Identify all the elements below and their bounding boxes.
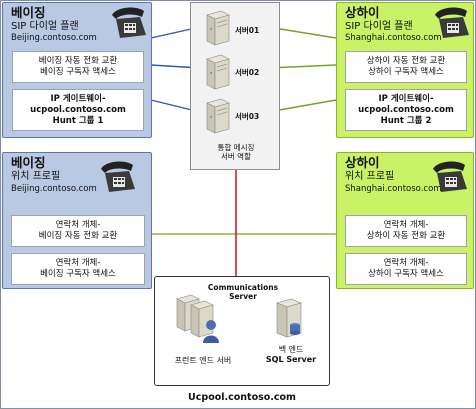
- phone-icon: [435, 7, 469, 38]
- server-icon: [206, 10, 230, 46]
- shanghai-sip-aa-card: 상하이 자동 전화 교환 상하이 구독자 액세스: [345, 51, 467, 83]
- um-role-caption: 통합 메시징 서버 역할: [191, 143, 281, 161]
- card-line: 상하이 자동 전화 교환: [366, 56, 446, 66]
- cs-title-line: Communications: [207, 283, 279, 292]
- beijing-sip-subtitle: SIP 다이얼 플랜: [11, 21, 79, 32]
- beijing-contact-aa-card: 연락처 개체- 베이징 자동 전화 교환: [11, 215, 145, 247]
- shanghai-contact-sa-card: 연락처 개체- 상하이 구독자 액세스: [345, 253, 467, 285]
- server03-label: 서버03: [235, 112, 260, 121]
- card-line: IP 게이트웨이-: [50, 93, 106, 104]
- card-line: 베이징 자동 전화 교환: [38, 231, 118, 241]
- cs-title: Communications Server: [155, 283, 331, 301]
- phone-icon: [112, 7, 146, 38]
- phone-icon: [433, 161, 467, 192]
- pool-fqdn-label: Ucpool.contoso.com: [188, 392, 296, 403]
- shanghai-sip-dialplan-panel: 상하이 SIP 다이얼 플랜 Shanghai.contoso.com 상하이 …: [336, 2, 474, 138]
- shanghai-location-profile-panel: 상하이 위치 프로필 Shanghai.contoso.com 연락처 개체- …: [336, 152, 474, 289]
- caption-line: 서버 역할: [221, 152, 251, 161]
- card-line: Hunt 그룹 2: [380, 115, 432, 126]
- shanghai-sip-domain: Shanghai.contoso.com: [345, 33, 442, 43]
- beijing-sip-aa-card: 베이징 자동 전화 교환 베이징 구독자 액세스: [12, 51, 144, 83]
- sql-server-icon: [276, 298, 302, 338]
- card-line: 연락처 개체-: [55, 220, 101, 230]
- shanghai-sip-city: 상하이: [345, 5, 380, 20]
- card-line: ucpool.contoso.com: [358, 104, 454, 115]
- beijing-loc-city: 베이징: [11, 155, 46, 170]
- um-server-role-box: 서버01 서버02 서버03 통합 메시징 서버 역할: [190, 2, 280, 170]
- back-end-line: SQL Server: [265, 355, 317, 364]
- shanghai-contact-aa-card: 연락처 개체- 상하이 자동 전화 교환: [345, 215, 467, 247]
- card-line: 상하이 구독자 액세스: [368, 67, 444, 77]
- card-line: 베이징 구독자 액세스: [40, 67, 116, 77]
- card-line: ucpool.contoso.com: [30, 104, 126, 115]
- server-icon: [206, 98, 230, 134]
- beijing-sip-dialplan-panel: 베이징 SIP 다이얼 플랜 Beijing.contoso.com 베이징 자…: [2, 2, 152, 138]
- front-end-server-label: 프런트 엔드 서버: [174, 356, 232, 365]
- card-line: 베이징 구독자 액세스: [40, 269, 116, 279]
- card-line: 베이징 자동 전화 교환: [38, 56, 118, 66]
- card-line: 상하이 구독자 액세스: [368, 269, 444, 279]
- phone-icon: [101, 161, 135, 192]
- shanghai-loc-domain: Shanghai.contoso.com: [345, 184, 442, 194]
- cs-title-line: Server: [229, 292, 257, 301]
- back-end-label: 백 엔드 SQL Server: [255, 345, 327, 365]
- beijing-sip-city: 베이징: [11, 5, 46, 20]
- server02-label: 서버02: [235, 68, 260, 77]
- back-end-line: 백 엔드: [278, 345, 304, 354]
- shanghai-sip-gateway-card: IP 게이트웨이- ucpool.contoso.com Hunt 그룹 2: [345, 89, 467, 131]
- server-icon: [206, 54, 230, 90]
- beijing-contact-sa-card: 연락처 개체- 베이징 구독자 액세스: [11, 253, 145, 285]
- beijing-loc-subtitle: 위치 프로필: [11, 171, 61, 182]
- beijing-loc-domain: Beijing.contoso.com: [11, 184, 97, 194]
- shanghai-loc-subtitle: 위치 프로필: [345, 171, 395, 182]
- beijing-sip-gateway-card: IP 게이트웨이- ucpool.contoso.com Hunt 그룹 1: [12, 89, 144, 131]
- card-line: 연락처 개체-: [55, 258, 101, 268]
- shanghai-sip-subtitle: SIP 다이얼 플랜: [345, 21, 413, 32]
- card-line: 연락처 개체-: [383, 220, 429, 230]
- card-line: Hunt 그룹 1: [52, 115, 104, 126]
- card-line: 연락처 개체-: [383, 258, 429, 268]
- communications-server-pool-box: Communications Server 프런트 엔드 서버 백 엔드 SQL…: [154, 276, 330, 386]
- front-end-server-icon: [176, 294, 219, 343]
- beijing-location-profile-panel: 베이징 위치 프로필 Beijing.contoso.com 연락처 개체- 베…: [2, 152, 152, 289]
- card-line: 상하이 자동 전화 교환: [366, 231, 446, 241]
- caption-line: 통합 메시징: [217, 143, 255, 152]
- beijing-sip-domain: Beijing.contoso.com: [11, 33, 97, 43]
- server01-label: 서버01: [235, 26, 260, 35]
- shanghai-loc-city: 상하이: [345, 155, 380, 170]
- card-line: IP 게이트웨이-: [378, 93, 434, 104]
